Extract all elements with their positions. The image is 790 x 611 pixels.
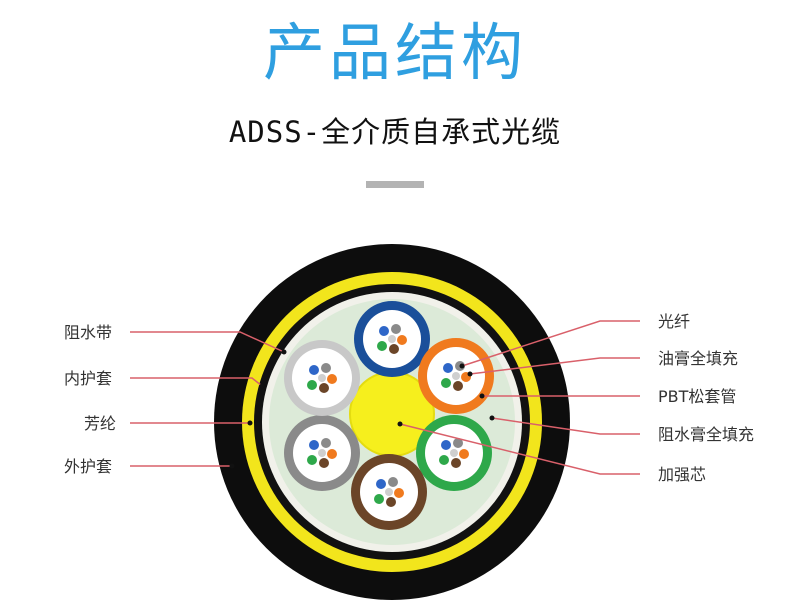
label-water-block-tape: 阻水带	[64, 323, 112, 342]
loose-tube-white	[284, 340, 360, 416]
leader-water-block-gel	[491, 417, 640, 435]
page-subtitle: ADSS-全介质自承式光缆	[228, 115, 562, 149]
label-strength-member: 加强芯	[658, 465, 706, 484]
label-fiber-gel: 油膏全填充	[658, 349, 738, 368]
label-aramid: 芳纶	[84, 414, 116, 433]
leader-fiber-gel	[469, 357, 640, 375]
page-title: 产品结构	[262, 16, 527, 89]
loose-tube-brown	[351, 454, 427, 530]
label-outer-sheath: 外护套	[64, 457, 112, 476]
label-inner-sheath: 内护套	[64, 369, 112, 388]
loose-tube-orange	[418, 338, 494, 414]
loose-tube-blue	[354, 301, 430, 377]
leader-inner-sheath	[130, 377, 263, 387]
label-loose-tube: PBT松套管	[658, 387, 736, 406]
label-water-block-gel: 阻水膏全填充	[658, 425, 754, 444]
leader-water-block-tape	[130, 331, 285, 353]
loose-tube-gray	[284, 415, 360, 491]
leader-fiber	[461, 320, 640, 367]
label-fiber: 光纤	[658, 312, 690, 331]
title-divider	[366, 181, 424, 188]
loose-tube-green	[416, 415, 492, 491]
leader-strength-member	[399, 423, 640, 475]
